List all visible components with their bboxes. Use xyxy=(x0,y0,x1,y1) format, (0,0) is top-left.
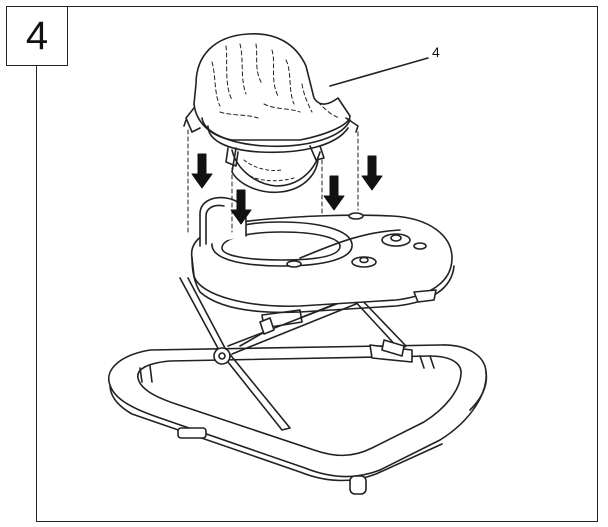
hinge-joint xyxy=(213,347,231,365)
arrow-3 xyxy=(323,175,345,211)
step-number-box: 4 xyxy=(6,6,68,66)
diagram-frame xyxy=(36,6,598,522)
walker-tray-icon xyxy=(190,196,455,314)
callout-leader-line xyxy=(329,57,429,87)
step-number: 4 xyxy=(25,14,49,58)
callout-label: 4 xyxy=(432,44,440,60)
fabric-seat-icon xyxy=(183,33,359,194)
arrow-4 xyxy=(361,155,383,191)
arrow-1 xyxy=(191,153,213,189)
arrow-2 xyxy=(230,189,252,225)
alignment-guides xyxy=(187,129,359,233)
down-arrow-icon xyxy=(191,153,383,225)
front-wheel xyxy=(349,475,367,495)
walker-frame-icon xyxy=(108,309,488,495)
